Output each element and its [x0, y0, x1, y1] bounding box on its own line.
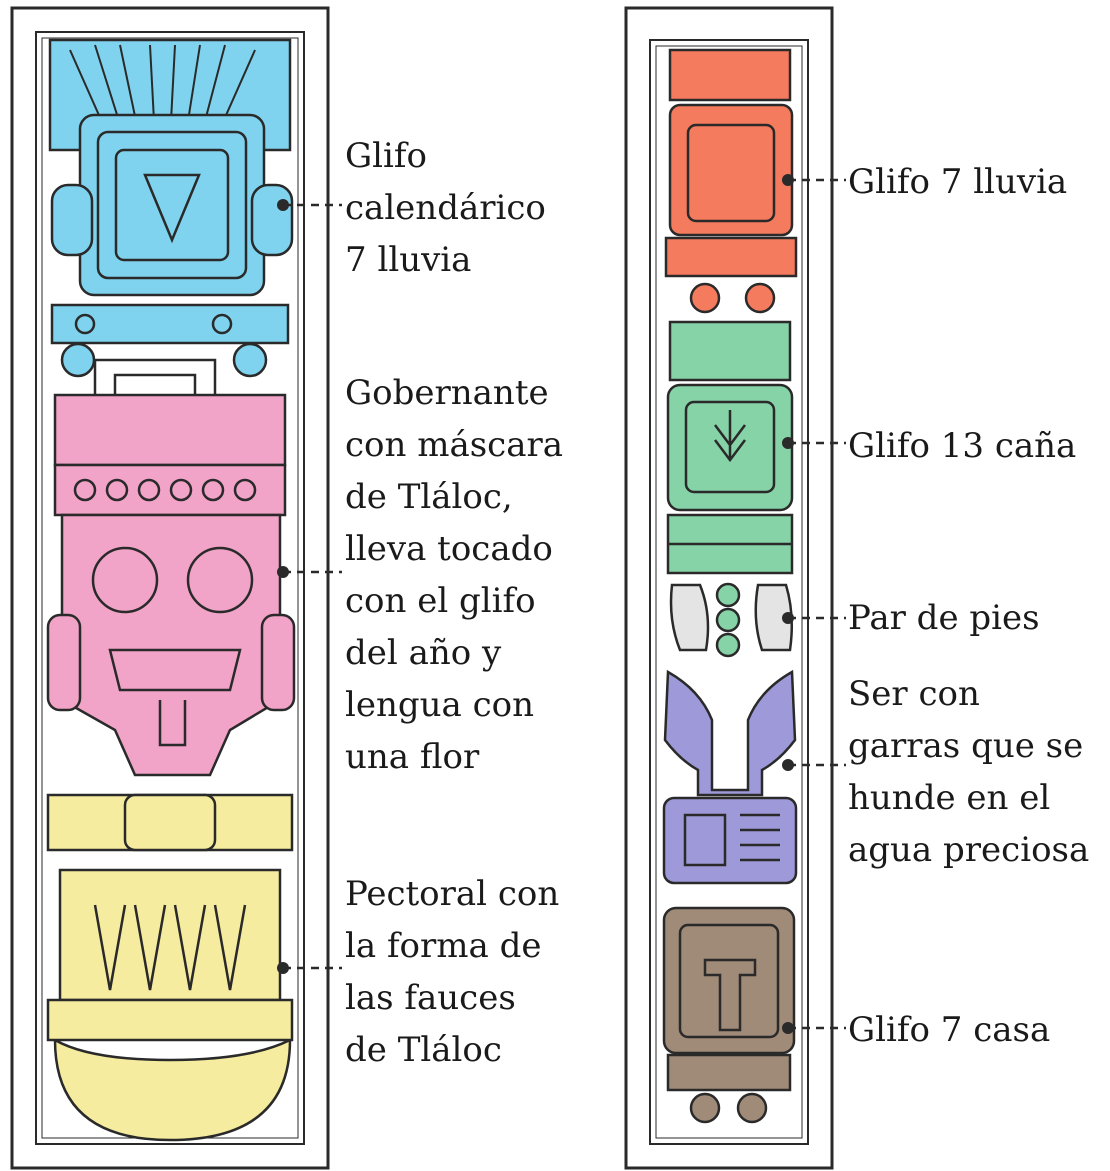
- label-line: garras que se: [848, 726, 1084, 766]
- label-line: lengua con: [345, 685, 535, 725]
- label-ser-con-garras: Ser con garras que se hunde en el agua p…: [848, 668, 1089, 876]
- right-clawed-being: [662, 669, 798, 885]
- label-line: con el glifo: [345, 581, 536, 621]
- label-gobernante-mascara-tlaloc: Gobernante con máscara de Tláloc, lleva …: [345, 367, 563, 783]
- label-line: Glifo 7 casa: [848, 1010, 1051, 1050]
- left-pectoral-tlaloc-jaws: [46, 793, 294, 1142]
- label-line: con máscara: [345, 425, 564, 465]
- right-leader-lines: [782, 174, 846, 1034]
- label-par-de-pies: Par de pies: [848, 592, 1040, 644]
- label-pectoral-fauces-tlaloc: Pectoral con la forma de las fauces de T…: [345, 868, 559, 1076]
- label-line: las fauces: [345, 978, 516, 1018]
- label-line: hunde en el: [848, 778, 1051, 818]
- label-line: Par de pies: [848, 598, 1040, 638]
- label-line: una flor: [345, 737, 480, 777]
- label-line: lleva tocado: [345, 529, 553, 569]
- left-ruler-tlaloc-mask: [46, 358, 296, 777]
- label-line: de Tláloc,: [345, 477, 513, 517]
- label-line: Glifo 13 caña: [848, 426, 1077, 466]
- label-line: 7 lluvia: [345, 240, 472, 280]
- left-leader-lines: [277, 199, 342, 974]
- left-stela: [10, 6, 342, 1170]
- label-glifo-7-casa: Glifo 7 casa: [848, 1004, 1050, 1056]
- label-line: Pectoral con: [345, 874, 560, 914]
- label-line: Glifo: [345, 136, 427, 176]
- label-line: Gobernante: [345, 373, 549, 413]
- label-line: Glifo 7 lluvia: [848, 162, 1068, 202]
- label-line: Ser con: [848, 674, 980, 714]
- right-stela: [624, 6, 846, 1170]
- label-glifo-calendarico-7-lluvia: Glifo calendárico 7 lluvia: [345, 130, 546, 286]
- label-line: de Tláloc: [345, 1030, 502, 1070]
- right-glyph-7-house: [662, 906, 796, 1124]
- label-glifo-7-lluvia: Glifo 7 lluvia: [848, 156, 1067, 208]
- left-glyph-7-rain: [48, 38, 294, 378]
- right-glyph-13-reed: [666, 320, 794, 658]
- right-glyph-7-rain: [664, 48, 798, 314]
- label-line: calendárico: [345, 188, 546, 228]
- right-pair-of-feet: [669, 583, 794, 652]
- label-line: del año y: [345, 633, 502, 673]
- label-line: agua preciosa: [848, 830, 1090, 870]
- label-line: la forma de: [345, 926, 542, 966]
- label-glifo-13-cana: Glifo 13 caña: [848, 420, 1076, 472]
